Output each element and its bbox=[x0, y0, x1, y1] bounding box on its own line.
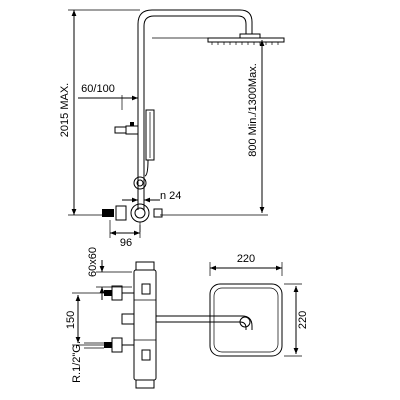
valve-outlet-lower bbox=[141, 349, 151, 361]
hose bbox=[144, 159, 149, 177]
riser-inner bbox=[143, 15, 247, 210]
hose-connector-inner bbox=[136, 179, 144, 187]
dim-head-height: 220 bbox=[297, 311, 309, 329]
dim-wall-projection: 96 bbox=[120, 237, 132, 249]
dim-total-height: 2015 MAX. bbox=[59, 83, 71, 137]
dim-adjust-range: 800 Min./1300Max. bbox=[247, 63, 259, 157]
shower-head-plan-inner bbox=[213, 287, 279, 353]
valve-outlet-upper bbox=[141, 283, 151, 295]
inlet-lower bbox=[111, 337, 123, 353]
plan-pipe-inner bbox=[156, 321, 247, 330]
dim-inlet-spacing: 150 bbox=[65, 311, 77, 329]
elevation-view: 2015 MAX. 60/100 bbox=[59, 9, 285, 249]
slider-knob bbox=[125, 125, 139, 135]
valve-body-front bbox=[133, 269, 157, 381]
shower-head-plan bbox=[209, 283, 283, 357]
valve-handle-right bbox=[153, 208, 163, 218]
plan-pipe-outer bbox=[156, 315, 253, 330]
dim-head-width: 220 bbox=[237, 253, 255, 265]
dim-inlet-thread: R.1/2"G. bbox=[71, 341, 83, 383]
slider-mark bbox=[130, 122, 134, 126]
hose-connector bbox=[133, 176, 147, 190]
valve-core-side bbox=[134, 207, 146, 219]
valve-handle-left bbox=[115, 205, 127, 221]
inlet-upper-cap bbox=[104, 290, 112, 296]
riser-outer bbox=[137, 9, 253, 210]
inlet-lower-cap bbox=[104, 342, 112, 348]
valve-handle-cap-left bbox=[102, 209, 114, 217]
inlet-upper bbox=[111, 285, 123, 301]
plan-view: 60x60 150 R.1/2"G. bbox=[65, 247, 253, 389]
hand-shower bbox=[145, 109, 155, 161]
dim-valve-depth: 60x60 bbox=[87, 247, 99, 277]
dim-slide-bar-diameter: n 24 bbox=[160, 190, 181, 202]
slider-knob-tip bbox=[114, 126, 127, 134]
valve-bottom-knob bbox=[135, 379, 155, 389]
plan-arm-end bbox=[239, 316, 251, 328]
valve-body-side bbox=[130, 203, 150, 223]
valve-top-knob bbox=[135, 261, 155, 271]
shower-head-side bbox=[207, 37, 285, 43]
head-view: 220 220 bbox=[209, 253, 309, 357]
dim-arm-offset: 60/100 bbox=[81, 83, 115, 95]
head-connector bbox=[239, 33, 261, 39]
plan-arm-mount bbox=[121, 313, 135, 325]
